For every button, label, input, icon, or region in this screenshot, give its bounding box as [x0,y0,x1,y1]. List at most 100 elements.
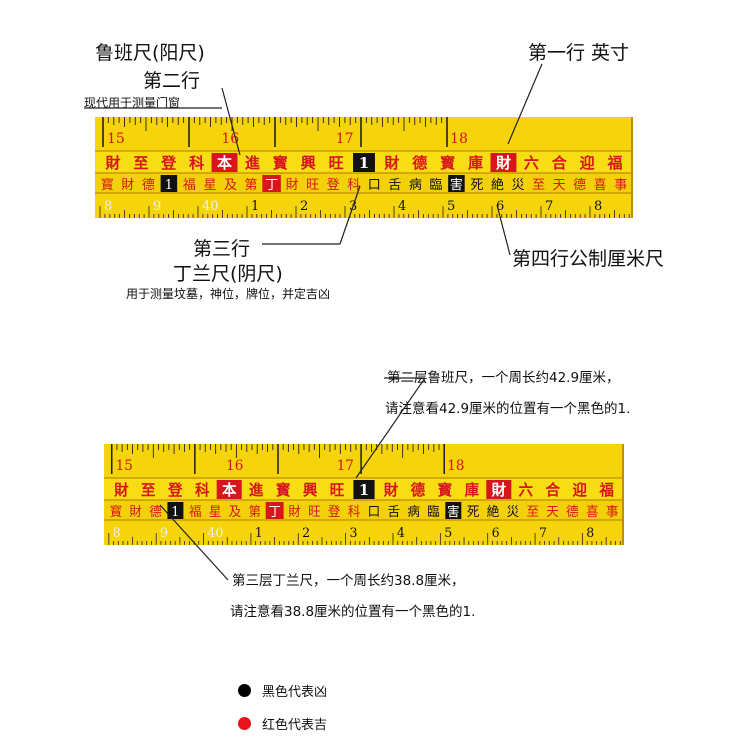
dinglan-char: 災 [512,178,525,193]
dinglan-char: 臨 [429,178,442,193]
dinglan-char: 福 [189,505,202,520]
cm-number: 8 [594,199,602,214]
luban-char: 本 [222,481,237,499]
dinglan-char: 口 [368,505,381,520]
luban-char: 財 [495,154,511,172]
dinglan-char: 旺 [308,505,321,520]
cm-number: 3 [349,199,357,214]
luban-char: 興 [301,154,316,172]
inch-band [104,444,624,478]
dinglan-char: 1 [165,178,173,193]
legend-black-label: 黑色代表凶 [262,685,328,700]
luban-char: 合 [544,481,560,499]
row2-desc: 现代用于测量门窗 [84,96,181,110]
cm-number: 2 [302,526,310,541]
luban-char: 德 [411,481,426,499]
dinglan-char: 絶 [487,504,500,520]
dinglan-char: 星 [203,178,216,193]
luban-char: 六 [519,481,534,499]
dinglan-cell-box [160,175,178,192]
dinglan-char: 口 [368,178,381,193]
inch-number: 15 [107,131,125,147]
inch-number: 18 [447,458,464,474]
row3-label: 第三行 [193,238,251,260]
cm-number: 1 [251,199,259,214]
dinglan-char: 天 [546,505,559,520]
luban-note-line1: 第二层鲁班尺，一个周长约42.9厘米， [387,370,620,386]
luban-char: 庫 [468,154,483,172]
inch-number: 17 [336,131,354,147]
inch-number: 18 [450,131,468,147]
dinglan-char: 德 [142,178,155,193]
luban-char: 財 [104,154,120,172]
cm-number: 9 [160,526,168,541]
cm-number: 40 [207,526,223,541]
cm-number: 4 [398,199,406,214]
dinglan-char: 登 [328,505,341,520]
cm-number: 7 [545,199,553,214]
dinglan-char: 及 [229,505,242,520]
cm-number: 6 [496,199,504,214]
dinglan-char: 旺 [306,178,319,193]
dinglan-char: 登 [327,178,340,193]
dinglan-char: 臨 [427,505,440,520]
luban-char: 至 [133,154,148,172]
dinglan-char: 害 [450,177,463,193]
cm-number: 2 [300,199,308,214]
cm-band [95,193,633,218]
dinglan-char: 財 [288,505,301,520]
cm-number: 6 [492,526,500,541]
dinglan-char: 事 [606,505,619,520]
dinglan-char: 科 [347,178,360,193]
luban-char: 科 [189,154,204,172]
luban-char: 迎 [572,481,587,499]
dinglan-char: 星 [209,505,222,520]
luban-cell-box [486,480,512,499]
cm-number: 40 [202,199,219,214]
luban-char: 庫 [465,481,480,499]
dinglan-desc: 用于测量坟墓，神位，牌位，并定吉凶 [126,287,331,301]
dinglan-char: 病 [409,178,422,193]
row4-label: 第四行公制厘米尺 [512,248,665,270]
dinglan-char: 財 [121,178,134,193]
dinglan-band [104,500,624,520]
dinglan-char: 舌 [387,505,400,520]
luban-char: 1 [359,482,369,499]
dinglan-char: 科 [348,505,361,520]
dinglan-title: 丁兰尺(阴尺) [173,263,283,285]
luban-title: 鲁班尺(阳尺) [95,42,205,64]
dinglan-char: 德 [573,178,586,193]
luban-char: 本 [217,154,232,172]
dinglan-char: 死 [470,178,483,193]
dinglan-char: 病 [407,505,420,520]
luban-char: 財 [383,154,399,172]
dinglan-char: 及 [224,178,237,193]
dinglan-char: 第 [245,178,258,193]
luban-char: 寳 [440,154,455,172]
cm-number: 5 [444,526,452,541]
dinglan-cell-box [445,502,462,519]
cm-number: 9 [153,199,161,214]
dinglan-char: 事 [614,178,627,193]
luban-char: 旺 [329,154,344,172]
dinglan-cell-box [265,502,284,519]
dinglan-char: 第 [249,505,262,520]
inch-band [95,117,633,151]
luban-char: 進 [245,154,261,172]
inch-number: 16 [221,131,239,147]
dinglan-char: 害 [447,504,460,520]
dinglan-char: 寳 [110,504,123,520]
luban-char: 1 [359,154,369,172]
dinglan-band [95,173,633,193]
luban-cell-box [216,480,242,499]
dinglan-char: 災 [507,505,520,520]
luban-char: 進 [249,482,264,499]
dinglan-char: 絶 [491,177,504,193]
dinglan-char: 天 [553,178,566,193]
cm-number: 7 [539,526,547,541]
luban-char: 財 [383,481,399,499]
